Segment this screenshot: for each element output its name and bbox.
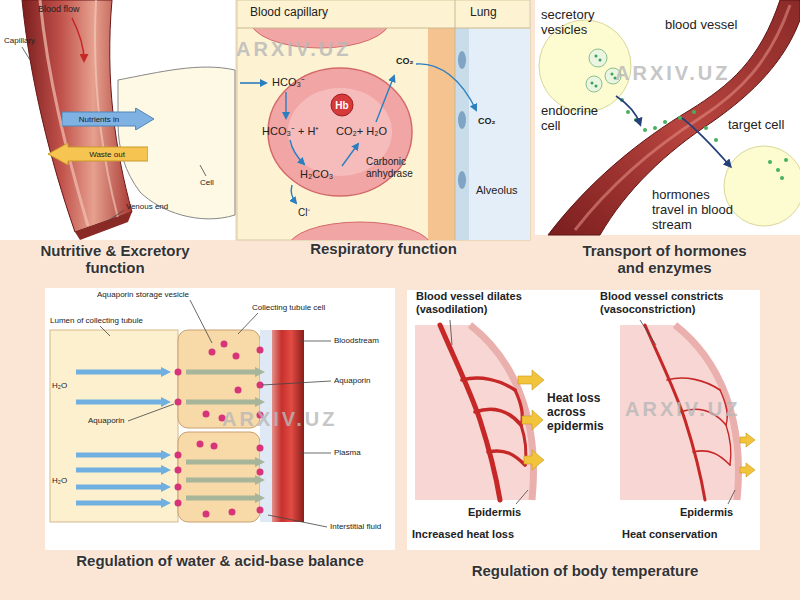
part-label: CO₂ — [478, 116, 496, 126]
part-label: secretory vesicles — [541, 8, 641, 38]
part-label: Lung — [470, 6, 497, 20]
watermark: ARXIV.UZ — [625, 398, 741, 421]
node-shape — [331, 94, 353, 116]
part-label: Capillary — [4, 36, 35, 45]
part-label: H₂O — [52, 381, 67, 390]
hemoglobin-circle: Hb — [330, 93, 354, 117]
node-text: Waste out — [89, 150, 125, 159]
panel-caption: Transport of hormones and enzymes — [572, 242, 757, 277]
part-label: Epidermis — [468, 506, 521, 519]
part-label: Heat loss across epidermis — [547, 392, 619, 433]
node-text: Nutrients in — [79, 115, 119, 124]
watermark: ARXIV.UZ — [236, 38, 352, 61]
part-label: endocrine cell — [541, 104, 621, 134]
part-label: H₂O — [52, 476, 67, 485]
part-label: HCO₃⁻ — [272, 76, 305, 89]
arrow-box: Nutrients in — [62, 108, 154, 130]
part-label: Blood vessel dilates (vasodilation) — [416, 290, 541, 315]
part-label: Collecting tubule cell — [252, 303, 325, 312]
part-label: Blood vessel constricts (vasoconstrictio… — [600, 290, 745, 315]
panel-caption: Regulation of water & acid-base balance — [75, 552, 365, 569]
part-label: Heat conservation — [622, 528, 717, 541]
node-text: Hb — [335, 100, 348, 111]
panel-caption: Nutritive & Excretory function — [25, 242, 205, 277]
part-label: Blood capillary — [250, 6, 328, 20]
part-label: H₂CO₃ — [300, 168, 333, 181]
part-label: Venous end — [126, 202, 168, 211]
part-label: Aquaporin — [88, 416, 124, 425]
part-label: Aquaporin — [334, 376, 370, 385]
part-label: Cell — [200, 178, 214, 187]
watermark: ARXIV.UZ — [615, 62, 731, 85]
watermark: ARXIV.UZ — [222, 408, 338, 431]
part-label: HCO₃⁻ + H⁺ — [262, 125, 319, 138]
part-label: Interstitial fluid — [330, 522, 381, 531]
arrow-box: Waste out — [48, 143, 148, 165]
part-label: Increased heat loss — [412, 528, 514, 541]
part-label: hormones travel in blood stream — [652, 188, 738, 233]
part-label: Carbonic anhydrase — [366, 156, 428, 179]
part-label: Aquaporin storage vesicle — [97, 290, 189, 299]
part-label: target cell — [728, 118, 790, 133]
panel-caption: Regulation of body temperature — [410, 562, 760, 579]
part-label: Bloodstream — [334, 336, 379, 345]
part-label: Cl⁻ — [298, 207, 310, 219]
part-label: Plasma — [334, 448, 361, 457]
part-label: CO₂+ H₂O — [336, 125, 387, 138]
part-label: Alveolus — [476, 184, 518, 197]
node-shape — [48, 143, 148, 165]
part-label: Blood flow — [38, 4, 80, 14]
node-shape — [62, 108, 154, 130]
part-label: Epidermis — [680, 506, 733, 519]
part-label: blood vessel — [665, 18, 745, 33]
part-label: Lumen of collecting tubule — [50, 316, 143, 325]
part-label: CO₂ — [396, 56, 414, 66]
panel-caption: Respiratory function — [237, 240, 530, 257]
